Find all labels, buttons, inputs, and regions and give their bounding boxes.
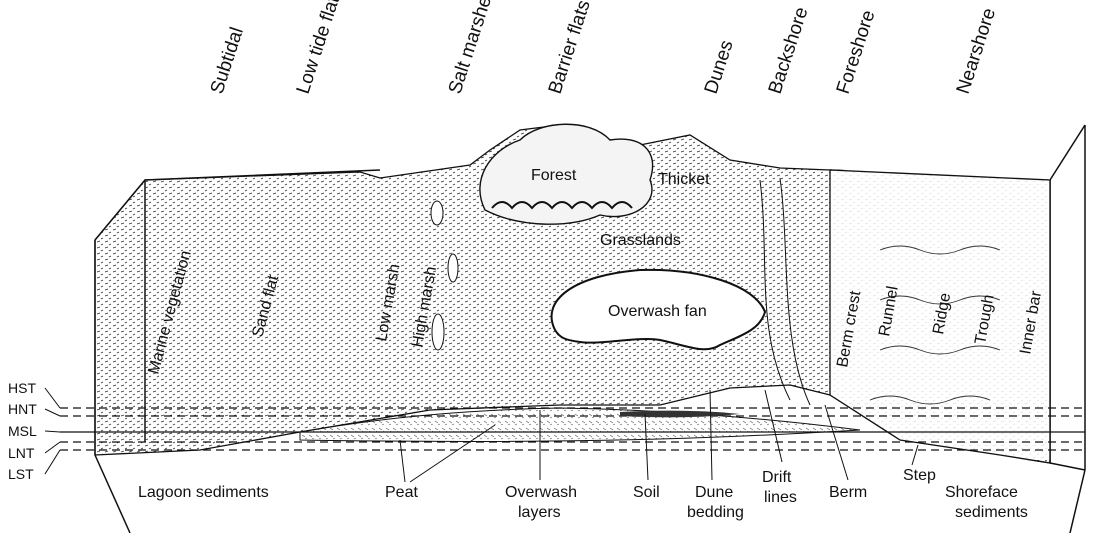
zone-barrier-flats: Barrier flats — [545, 0, 595, 97]
label-dune-1: Dune — [695, 484, 733, 501]
zone-dunes: Dunes — [701, 38, 738, 97]
zone-salt-marshes: Salt marshes — [445, 0, 499, 97]
tide-hnt: HNT — [8, 401, 37, 417]
zone-backshore: Backshore — [765, 5, 813, 97]
tide-msl: MSL — [8, 423, 37, 439]
label-forest: Forest — [531, 167, 577, 184]
label-shoreface-2: sediments — [955, 504, 1028, 521]
label-overwash-2: layers — [518, 504, 561, 521]
label-overwash-1: Overwash — [505, 484, 577, 501]
zone-labels: Subtidal Low tide flats Salt marshes Bar… — [207, 0, 1000, 97]
zone-nearshore: Nearshore — [953, 6, 1000, 97]
zone-foreshore: Foreshore — [833, 8, 880, 97]
label-soil: Soil — [633, 484, 660, 501]
tide-lnt: LNT — [8, 445, 35, 461]
tide-hst: HST — [8, 380, 36, 396]
zone-low-tide-flats: Low tide flats — [293, 0, 347, 97]
label-dune-2: bedding — [687, 504, 744, 521]
label-drift-2: lines — [764, 489, 797, 506]
label-berm: Berm — [829, 484, 867, 501]
label-overwash-fan: Overwash fan — [608, 303, 707, 320]
tide-lst: LST — [8, 466, 34, 482]
label-step: Step — [903, 467, 936, 484]
label-peat: Peat — [385, 484, 418, 501]
tide-labels: HST HNT MSL LNT LST — [8, 380, 60, 482]
label-grasslands: Grasslands — [600, 232, 681, 249]
subsurface-labels: Lagoon sediments Peat Overwash layers So… — [138, 467, 1028, 521]
zone-subtidal: Subtidal — [207, 25, 248, 97]
label-drift-1: Drift — [762, 469, 792, 486]
label-thicket: Thicket — [658, 171, 710, 188]
label-lagoon-sediments: Lagoon sediments — [138, 484, 269, 501]
label-shoreface-1: Shoreface — [945, 484, 1018, 501]
